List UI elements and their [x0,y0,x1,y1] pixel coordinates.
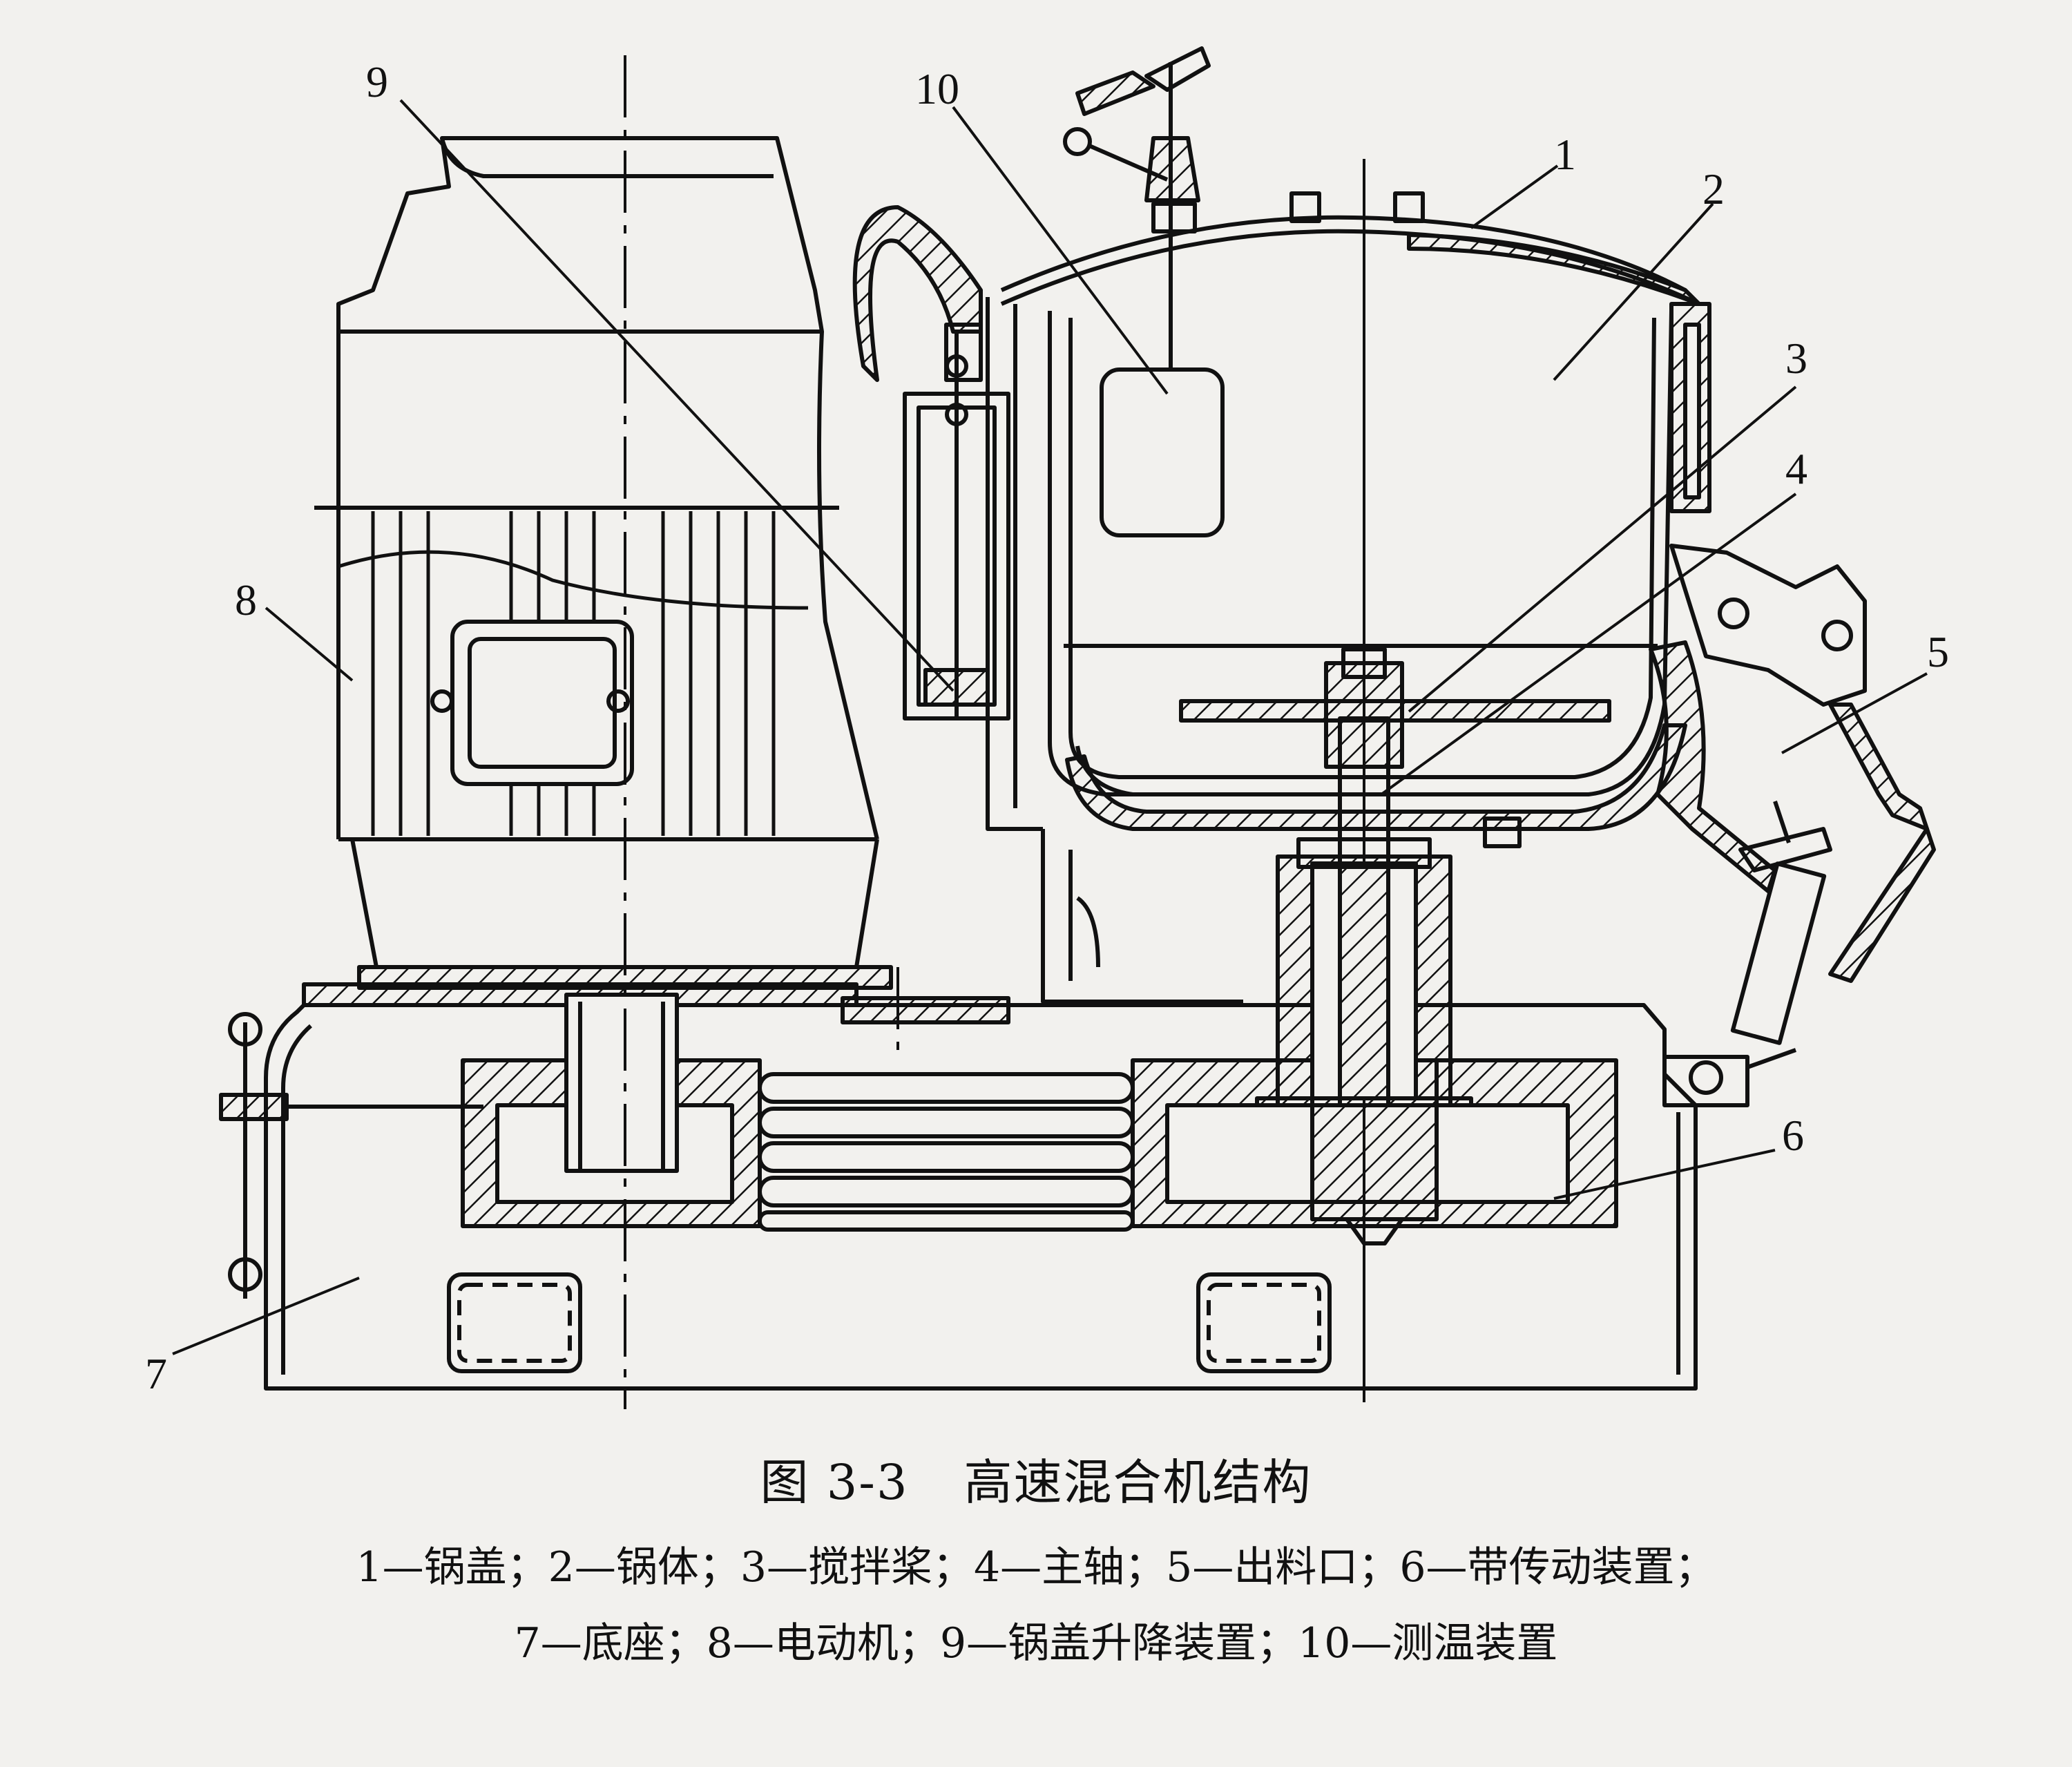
callout-7: 7 [145,1349,167,1398]
leader-lines [172,99,1928,1355]
callout-10: 10 [915,64,959,113]
callout-4: 4 [1785,444,1807,493]
tension-adjuster [219,1012,483,1299]
lid-lift [852,205,1010,720]
callout-2: 2 [1702,164,1725,213]
callout-labels: 1 2 3 4 5 6 7 8 9 10 [145,57,1949,1398]
centre-lines [624,55,899,1409]
callout-5: 5 [1927,627,1949,676]
agitator [1179,159,1611,1402]
callout-6: 6 [1782,1111,1804,1160]
figure-caption: 图 3-3 高速混合机结构 [0,1444,2072,1513]
legend-line-2: 7—底座；8—电动机；9—锅盖升降装置；10—测温装置 [514,1619,1558,1668]
motor [314,136,893,990]
figure-number: 图 3-3 [760,1454,909,1511]
callout-8: 8 [235,575,257,624]
belt-drive [461,993,1618,1245]
legend-line-1: 1—锅盖；2—锅体；3—搅拌桨；4—主轴；5—出料口；6—带传动装置； [356,1543,1716,1592]
callout-1: 1 [1554,130,1576,179]
figure-title: 高速混合机结构 [963,1454,1312,1511]
discharge-port [1649,544,1936,1107]
callout-3: 3 [1785,334,1807,383]
callout-9: 9 [366,57,388,106]
temperature-probe [1063,46,1225,537]
